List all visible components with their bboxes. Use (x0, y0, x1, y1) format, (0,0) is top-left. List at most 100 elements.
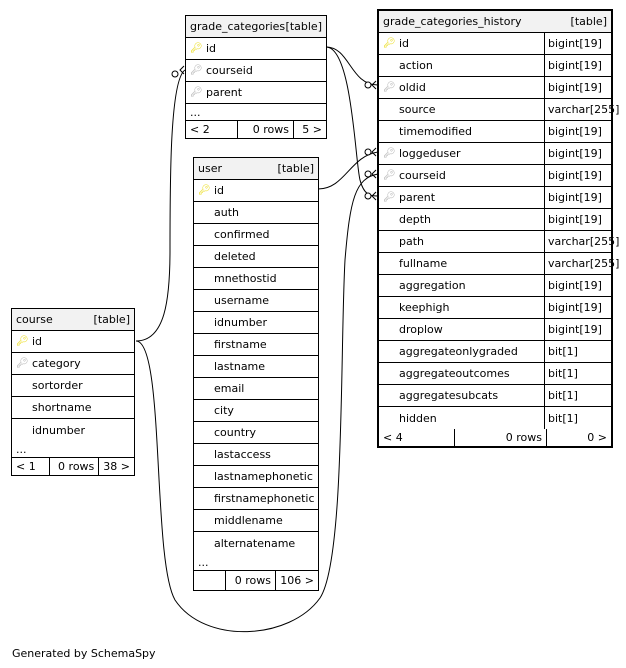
column-row[interactable]: 🔑︎lastname (194, 356, 318, 378)
primary-key-icon: 🔑︎ (198, 185, 211, 196)
row-count: 0 rows (50, 458, 100, 475)
column-row[interactable]: 🔑︎category (12, 353, 134, 375)
column-type: varchar[255] (544, 99, 619, 120)
column-name: firstnamephonetic (214, 492, 315, 505)
column-type: bigint[19] (544, 187, 611, 208)
column-row[interactable]: 🔑︎courseid (186, 60, 326, 82)
parents-link[interactable]: < 4 (379, 429, 455, 446)
table-header[interactable]: grade_categories_history [table] (379, 11, 611, 33)
column-row[interactable]: 🔑︎firstnamephonetic (194, 488, 318, 510)
column-row[interactable]: 🔑︎firstname (194, 334, 318, 356)
table-name[interactable]: grade_categories_history (383, 15, 522, 28)
row-count: 0 rows (226, 571, 276, 590)
edge-end-optional-marker (364, 170, 372, 178)
foreign-key-icon: 🔑︎ (190, 87, 203, 98)
column-type: varchar[255] (544, 231, 619, 252)
column-row[interactable]: 🔑︎deleted (194, 246, 318, 268)
column-type: bit[1] (544, 363, 611, 384)
column-row[interactable]: 🔑︎idnumber (194, 312, 318, 334)
table-kind: [table] (93, 313, 130, 326)
column-name: courseid (399, 169, 446, 182)
column-type: bigint[19] (544, 165, 611, 186)
column-row[interactable]: 🔑︎auth (194, 202, 318, 224)
column-row[interactable]: 🔑︎email (194, 378, 318, 400)
table-name[interactable]: course (16, 313, 53, 326)
column-row[interactable]: 🔑︎id (186, 38, 326, 60)
column-type: bit[1] (544, 385, 611, 406)
column-row[interactable]: 🔑︎confirmed (194, 224, 318, 246)
table-kind: [table] (570, 15, 607, 28)
edge-end-crowfoot (371, 169, 377, 179)
children-link[interactable]: 106 > (280, 574, 314, 587)
table-grade-categories[interactable]: grade_categories [table] 🔑︎id 🔑︎courseid… (185, 15, 327, 139)
column-name: parent (399, 191, 436, 204)
column-type: bigint[19] (544, 275, 611, 296)
column-row[interactable]: 🔑︎username (194, 290, 318, 312)
column-name: mnethostid (214, 272, 277, 285)
column-type: bigint[19] (544, 33, 611, 54)
column-row[interactable]: 🔑︎country (194, 422, 318, 444)
column-row[interactable]: 🔑︎lastnamephonetic (194, 466, 318, 488)
edge-end-crowfoot (179, 65, 185, 75)
parents-link[interactable]: < 1 (12, 458, 50, 475)
column-name: lastname (214, 360, 266, 373)
column-type: bigint[19] (544, 297, 611, 318)
column-name: id (399, 37, 410, 50)
column-name: aggregateoutcomes (399, 367, 510, 380)
column-row[interactable]: 🔑︎sortorder (12, 375, 134, 397)
parents-link[interactable]: < 2 (186, 121, 238, 138)
children-link[interactable]: 5 > (302, 123, 322, 136)
column-name: timemodified (399, 125, 473, 138)
column-row[interactable]: 🔑︎mnethostid (194, 268, 318, 290)
column-name: auth (214, 206, 239, 219)
children-link[interactable]: 0 > (587, 431, 607, 444)
table-user[interactable]: user [table] 🔑︎id🔑︎auth🔑︎confirmed🔑︎dele… (193, 157, 319, 591)
edge-end-optional-marker (364, 81, 372, 89)
column-name: username (214, 294, 269, 307)
column-row[interactable]: 🔑︎id (12, 331, 134, 353)
column-row[interactable]: 🔑︎shortname (12, 397, 134, 419)
column-name: confirmed (214, 228, 270, 241)
column-row[interactable]: 🔑︎middlename (194, 510, 318, 532)
column-row[interactable]: 🔑︎alternatename (194, 532, 318, 554)
column-type: bigint[19] (544, 121, 611, 142)
table-name[interactable]: grade_categories (190, 20, 286, 33)
table-name[interactable]: user (198, 162, 222, 175)
column-row[interactable]: 🔑︎lastaccess (194, 444, 318, 466)
column-row[interactable]: 🔑︎parent (186, 82, 326, 104)
column-name: category (32, 357, 81, 370)
children-link[interactable]: 38 > (103, 460, 130, 473)
column-row[interactable]: 🔑︎idnumber (12, 419, 134, 441)
parents-link[interactable] (194, 571, 226, 590)
row-count: 0 rows (455, 429, 547, 446)
column-name: middlename (214, 514, 283, 527)
column-name: idnumber (214, 316, 267, 329)
column-row[interactable]: 🔑︎id (194, 180, 318, 202)
table-header[interactable]: course [table] (12, 309, 134, 331)
table-header[interactable]: user [table] (194, 158, 318, 180)
table-course[interactable]: course [table] 🔑︎id🔑︎category🔑︎sortorder… (11, 308, 135, 476)
column-row[interactable]: 🔑︎city (194, 400, 318, 422)
table-header[interactable]: grade_categories [table] (186, 16, 326, 38)
column-name: aggregatesubcats (399, 389, 499, 402)
